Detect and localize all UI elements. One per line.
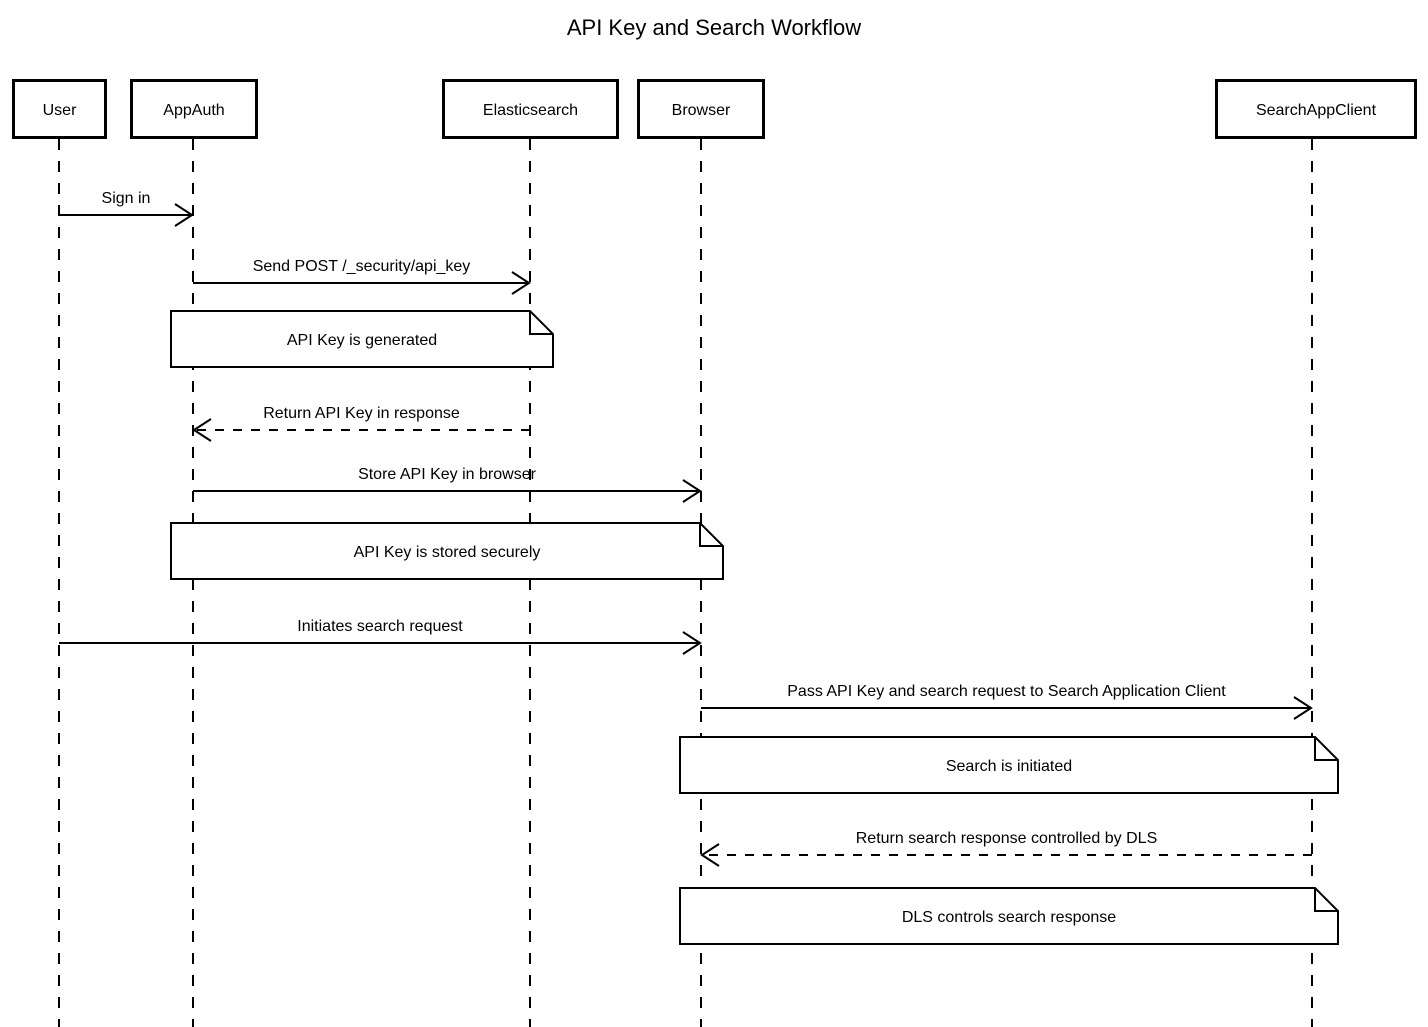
participant-label-searchappclient: SearchAppClient xyxy=(1256,102,1377,119)
participant-label-browser: Browser xyxy=(672,102,731,119)
message-label-m1: Sign in xyxy=(102,190,151,207)
message-arrowhead-m5 xyxy=(682,631,702,655)
message-arrowhead-m7 xyxy=(700,843,720,867)
page-title: API Key and Search Workflow xyxy=(567,15,861,40)
note-n3: Search is initiated xyxy=(679,736,1339,794)
message-m3[interactable]: Return API Key in response xyxy=(192,405,530,442)
message-m4[interactable]: Store API Key in browser xyxy=(193,466,702,503)
participant-user[interactable]: User xyxy=(12,79,107,139)
message-m2[interactable]: Send POST /_security/api_key xyxy=(193,258,531,295)
participant-box-elasticsearch xyxy=(442,79,619,139)
participants-layer: User AppAuth Elasticsearch Browser SearchApp… xyxy=(12,79,1417,139)
message-m7[interactable]: Return search response controlled by DLS xyxy=(700,830,1312,867)
note-label-n4: DLS controls search response xyxy=(902,909,1116,926)
message-arrowhead-m6 xyxy=(1293,696,1313,720)
message-m6[interactable]: Pass API Key and search request to Searc… xyxy=(701,683,1313,720)
note-shape-n3 xyxy=(679,736,1339,794)
participant-box-searchappclient xyxy=(1215,79,1417,139)
note-n1: API Key is generated xyxy=(170,310,554,368)
message-m5[interactable]: Initiates search request xyxy=(59,618,702,655)
note-n4: DLS controls search response xyxy=(679,887,1339,945)
note-fold-n4 xyxy=(1314,888,1338,912)
participant-label-appauth: AppAuth xyxy=(163,102,224,119)
participant-label-elasticsearch: Elasticsearch xyxy=(483,102,578,119)
note-n2: API Key is stored securely xyxy=(170,522,724,580)
note-label-n1: API Key is generated xyxy=(287,332,437,349)
messages-layer: Sign in Send POST /_security/api_keyRetur… xyxy=(59,190,1313,867)
note-fold-n3 xyxy=(1314,737,1338,761)
participant-searchappclient[interactable]: SearchAppClient xyxy=(1215,79,1417,139)
note-label-n2: API Key is stored securely xyxy=(354,544,541,561)
participant-box-user xyxy=(12,79,107,139)
participant-box-appauth xyxy=(130,79,258,139)
participant-elasticsearch[interactable]: Elasticsearch xyxy=(442,79,619,139)
participant-label-user: User xyxy=(43,102,77,119)
message-arrowhead-m4 xyxy=(682,479,702,503)
message-label-m7: Return search response controlled by DLS xyxy=(856,830,1158,847)
message-label-m5: Initiates search request xyxy=(297,618,463,635)
note-fold-n1 xyxy=(529,311,553,335)
note-shape-n1 xyxy=(170,310,554,368)
note-shape-n4 xyxy=(679,887,1339,945)
message-m1[interactable]: Sign in xyxy=(59,190,194,227)
message-label-m3: Return API Key in response xyxy=(263,405,460,422)
participant-browser[interactable]: Browser xyxy=(637,79,765,139)
message-arrowhead-m3 xyxy=(192,418,212,442)
message-label-m6: Pass API Key and search request to Searc… xyxy=(787,683,1226,700)
participant-appauth[interactable]: AppAuth xyxy=(130,79,258,139)
participant-box-browser xyxy=(637,79,765,139)
message-arrowhead-m1 xyxy=(174,203,194,227)
note-shape-n2 xyxy=(170,522,724,580)
message-arrowhead-m2 xyxy=(511,271,531,295)
message-label-m2: Send POST /_security/api_key xyxy=(253,258,471,275)
note-label-n3: Search is initiated xyxy=(946,758,1072,775)
lifelines-layer xyxy=(58,139,1313,1027)
note-fold-n2 xyxy=(699,523,723,547)
message-label-m4: Store API Key in browser xyxy=(358,466,537,483)
